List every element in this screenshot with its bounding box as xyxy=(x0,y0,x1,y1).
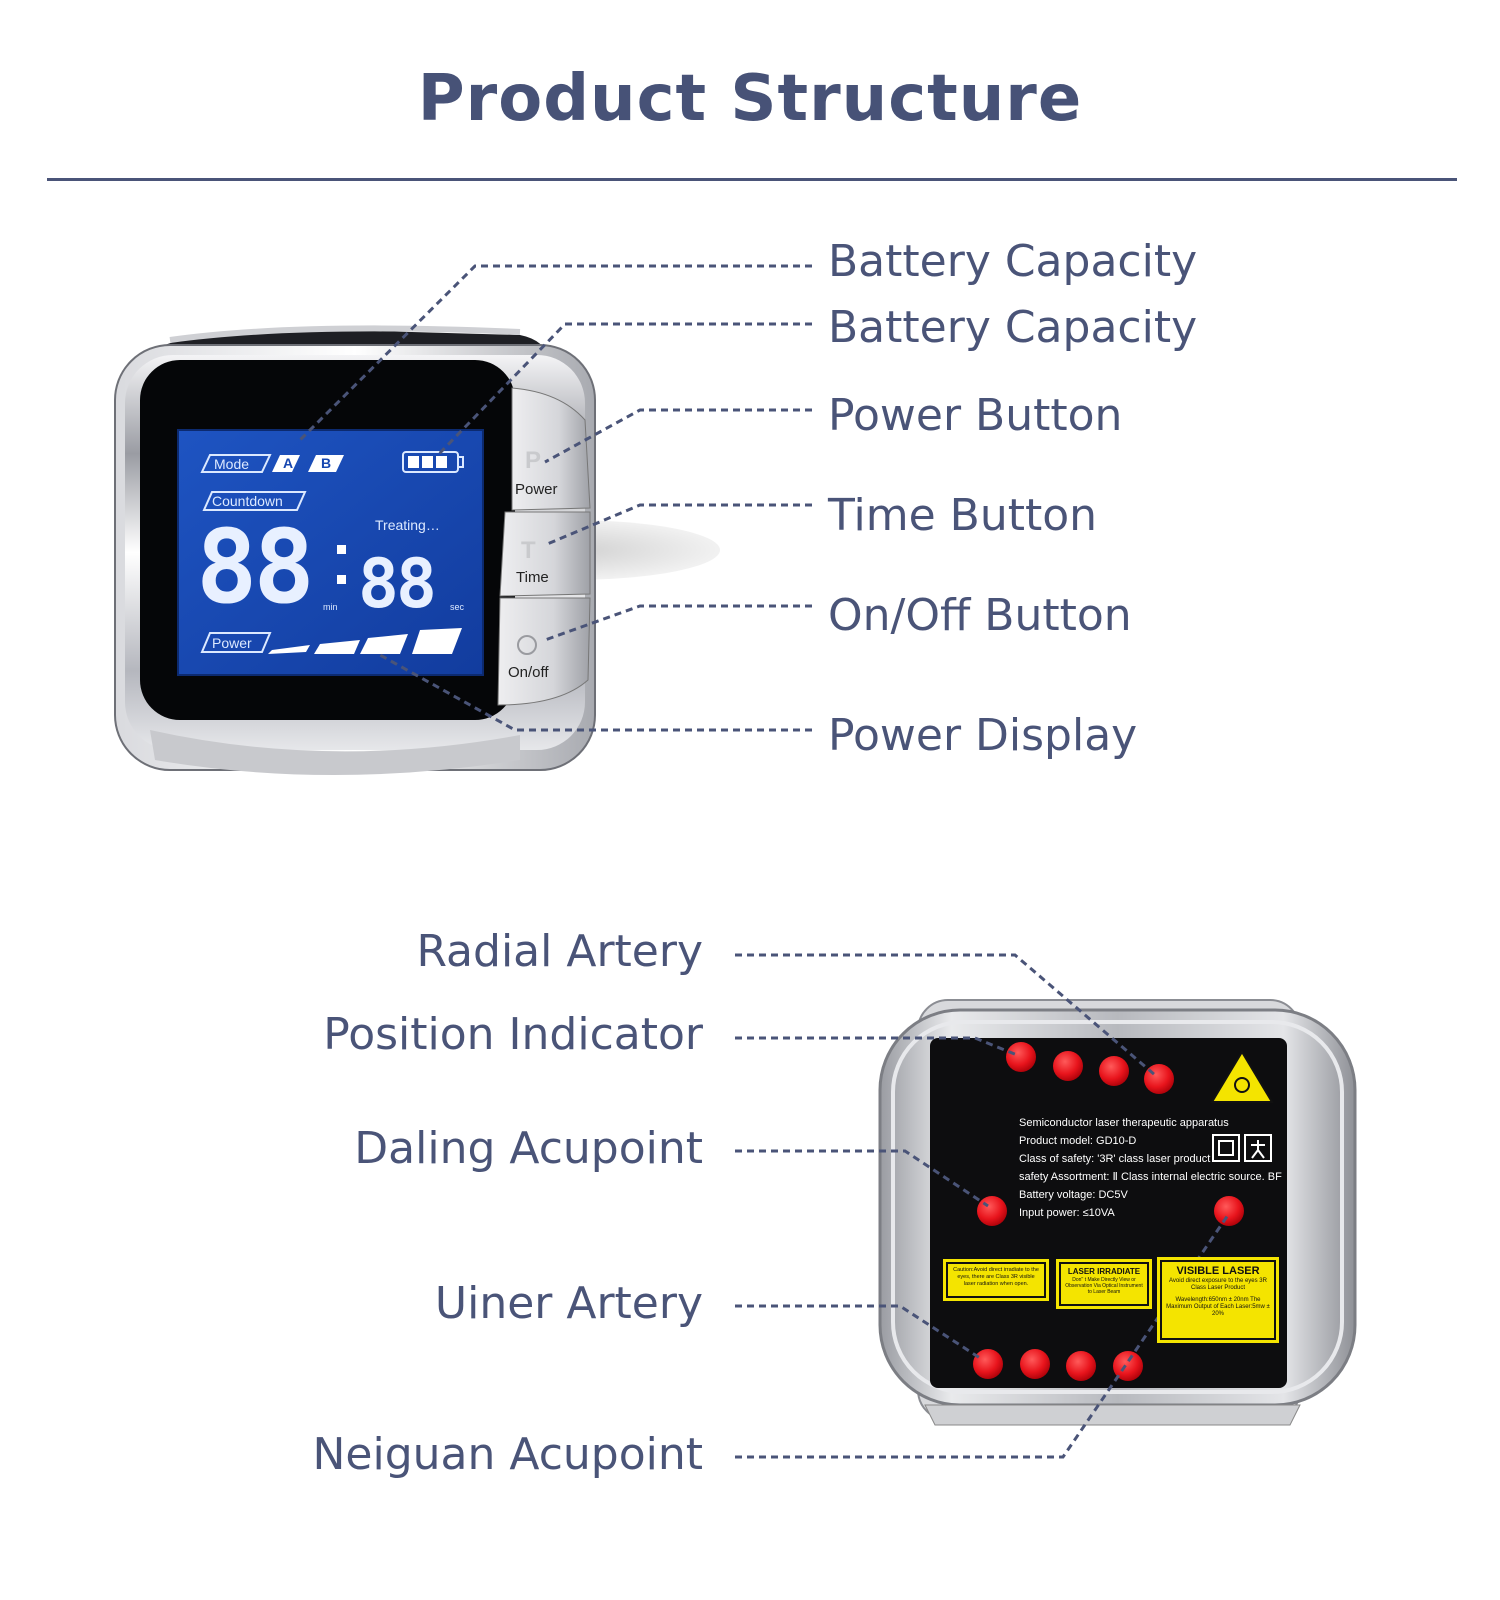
led-group xyxy=(973,1042,1244,1381)
warning-irradiate-text: Don'' t Make Directly View or Observatio… xyxy=(1065,1276,1143,1295)
front-leader-lines xyxy=(298,264,812,732)
back-spec-line-4: safety Assortment: Ⅱ Class internal elec… xyxy=(1019,1171,1282,1183)
time-t-icon: T xyxy=(521,537,536,564)
power-p-icon: P xyxy=(525,447,542,474)
led-top-3 xyxy=(1099,1056,1129,1086)
lcd-countdown-label: Countdown xyxy=(212,493,283,509)
warning-irradiate-title: LASER IRRADIATE xyxy=(1067,1267,1141,1276)
led-bottom-1 xyxy=(973,1349,1003,1379)
led-bottom-2 xyxy=(1020,1349,1050,1379)
back-spec-line-2: Product model: GD10-D xyxy=(1019,1135,1137,1147)
label-neiguan-acupoint: Neiguan Acupoint xyxy=(312,1429,703,1480)
warning-caution-text: Caution:Avoid direct irradiate to the ey… xyxy=(953,1267,1039,1287)
label-radial-artery: Radial Artery xyxy=(416,926,703,977)
lcd-seconds: 88 xyxy=(358,545,437,624)
label-battery-capacity-1: Battery Capacity xyxy=(828,236,1198,287)
lcd-mode-a: A xyxy=(283,455,294,471)
warning-visible-spec: Wavelength:650nm ± 20nm The Maximum Outp… xyxy=(1166,1296,1270,1317)
label-onoff-button: On/Off Button xyxy=(828,590,1132,641)
warning-label-visible-laser: VISIBLE LASER Avoid direct exposure to t… xyxy=(1160,1260,1276,1340)
back-leader-lines xyxy=(735,953,1230,1459)
warning-visible-title: VISIBLE LASER xyxy=(1176,1265,1260,1277)
device-power-button[interactable]: Power xyxy=(515,481,558,498)
label-time-button: Time Button xyxy=(828,490,1098,541)
lcd-status-text: Treating… xyxy=(375,517,440,533)
title-divider xyxy=(47,178,1457,181)
led-bottom-3 xyxy=(1066,1351,1096,1381)
label-uiner-artery: Uiner Artery xyxy=(434,1278,703,1329)
back-spec-line-1: Semiconductor laser therapeutic apparatu… xyxy=(1019,1117,1229,1129)
back-spec-line-6: Input power: ≤10VA xyxy=(1019,1207,1115,1219)
label-battery-capacity-2: Battery Capacity xyxy=(828,302,1198,353)
led-top-4 xyxy=(1144,1064,1174,1094)
led-daling xyxy=(977,1196,1007,1226)
label-daling-acupoint: Daling Acupoint xyxy=(354,1123,703,1174)
label-power-display: Power Display xyxy=(828,710,1138,761)
lcd-mode-b: B xyxy=(321,455,332,471)
warning-visible-text: Avoid direct exposure to the eyes 3R Cla… xyxy=(1169,1278,1267,1292)
warning-label-irradiate: LASER IRRADIATE Don'' t Make Directly Vi… xyxy=(1059,1262,1149,1306)
lcd-outlines xyxy=(200,451,464,653)
led-right xyxy=(1214,1196,1244,1226)
lcd-mode-label: Mode xyxy=(214,456,250,472)
back-spec-line-5: Battery voltage: DC5V xyxy=(1019,1189,1128,1201)
label-position-indicator: Position Indicator xyxy=(323,1009,703,1060)
lcd-minutes: 88 xyxy=(196,508,315,627)
page-title: Product Structure xyxy=(417,62,1083,136)
led-bottom-4 xyxy=(1113,1351,1143,1381)
lcd-min-unit: min xyxy=(323,602,338,612)
led-top-2 xyxy=(1053,1051,1083,1081)
device-time-button[interactable]: Time xyxy=(516,569,549,586)
lcd-power-label: Power xyxy=(212,635,252,651)
led-top-1 xyxy=(1006,1042,1036,1072)
back-spec-line-3: Class of safety: '3R' class laser produc… xyxy=(1019,1153,1211,1165)
warning-label-caution: Caution:Avoid direct irradiate to the ey… xyxy=(946,1262,1046,1298)
lcd-sec-unit: sec xyxy=(450,602,465,612)
device-onoff-button[interactable]: On/off xyxy=(508,664,549,681)
label-power-button: Power Button xyxy=(828,390,1123,441)
